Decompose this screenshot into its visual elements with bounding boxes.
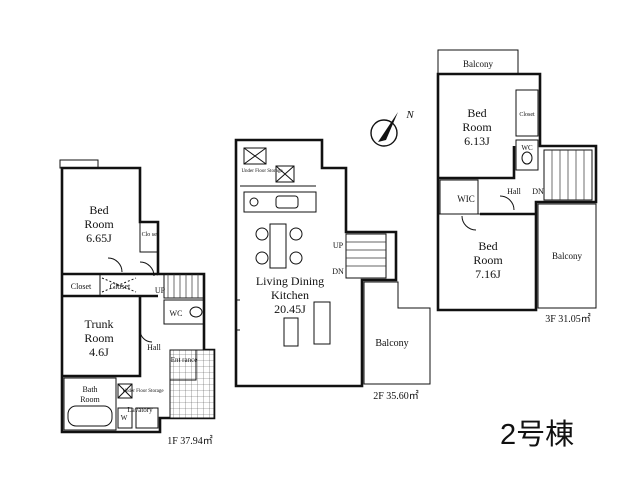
building-label: 2号棟: [500, 418, 574, 451]
f2-ldk-name2: Kitchen: [271, 288, 309, 302]
f1-closet-small-label: Clo set: [142, 232, 159, 238]
f3-bedroom-b-name2: Room: [473, 253, 503, 267]
f1-area-label: 1F 37.94㎡: [167, 435, 213, 447]
f3-closet-label: Closet: [519, 112, 535, 118]
f2-balcony-label: Balcony: [375, 338, 408, 349]
f1-bedroom-name2: Room: [84, 217, 114, 231]
f3-hall-label: Hall: [507, 187, 522, 196]
f1-trunkroom-size: 4.6J: [89, 345, 109, 359]
f3-bedroom-a-name: Bed: [467, 106, 486, 120]
f3-bedroom-b-name: Bed: [478, 239, 497, 253]
f2-ldk-name: Living Dining: [256, 274, 324, 288]
f2-up-label: UP: [333, 241, 344, 250]
floor-2: Under Floor Storage Living Dining Kitche…: [234, 138, 431, 402]
f3-bedroom-b-size: 7.16J: [475, 267, 501, 281]
f1-trunkroom-name: Trunk: [85, 317, 114, 331]
f2-dn-label: DN: [332, 267, 344, 276]
f3-bedroom-a-size: 6.13J: [464, 134, 490, 148]
compass-north-label: N: [405, 109, 414, 121]
f1-underfloor-label: Under Floor Storage: [122, 389, 164, 394]
f1-bedroom-size: 6.65J: [86, 231, 112, 245]
f1-bathroom-name2: Room: [80, 395, 100, 404]
floor-1: Bed Room 6.65J Clo set Closet Closet UP …: [59, 159, 216, 447]
f3-balcony-right-label: Balcony: [552, 251, 582, 261]
compass-icon: N: [370, 109, 414, 147]
f3-area-label: 3F 31.05㎡: [545, 313, 591, 325]
f3-bedroom-a-name2: Room: [462, 120, 492, 134]
f1-trunkroom-name2: Room: [84, 331, 114, 345]
f3-wc-label: WC: [521, 144, 533, 152]
f3-wic-label: WIC: [457, 194, 475, 204]
f1-closet-a-label: Closet: [71, 282, 92, 291]
f1-wc-label: WC: [170, 309, 183, 318]
f1-w-label: W: [121, 414, 128, 422]
f1-closet-b-label: Closet: [110, 282, 131, 291]
f3-balcony-top-label: Balcony: [463, 59, 493, 69]
f1-entrance-label: Ent rance: [171, 356, 198, 364]
f1-hall-label: Hall: [147, 343, 162, 352]
f1-bathroom-name: Bath: [82, 385, 97, 394]
f2-ldk-size: 20.45J: [274, 302, 306, 316]
f1-bedroom-name: Bed: [89, 203, 108, 217]
f2-area-label: 2F 35.60㎡: [373, 390, 419, 402]
floor-3: Balcony Bed Room 6.13J Closet WC Hall DN…: [436, 49, 598, 325]
f3-dn-label: DN: [532, 187, 544, 196]
f1-up-label: UP: [155, 286, 166, 295]
f1-lavatory-label: Lavatory: [127, 406, 153, 414]
f2-underfloor-label: Under Floor Storage: [241, 169, 283, 174]
